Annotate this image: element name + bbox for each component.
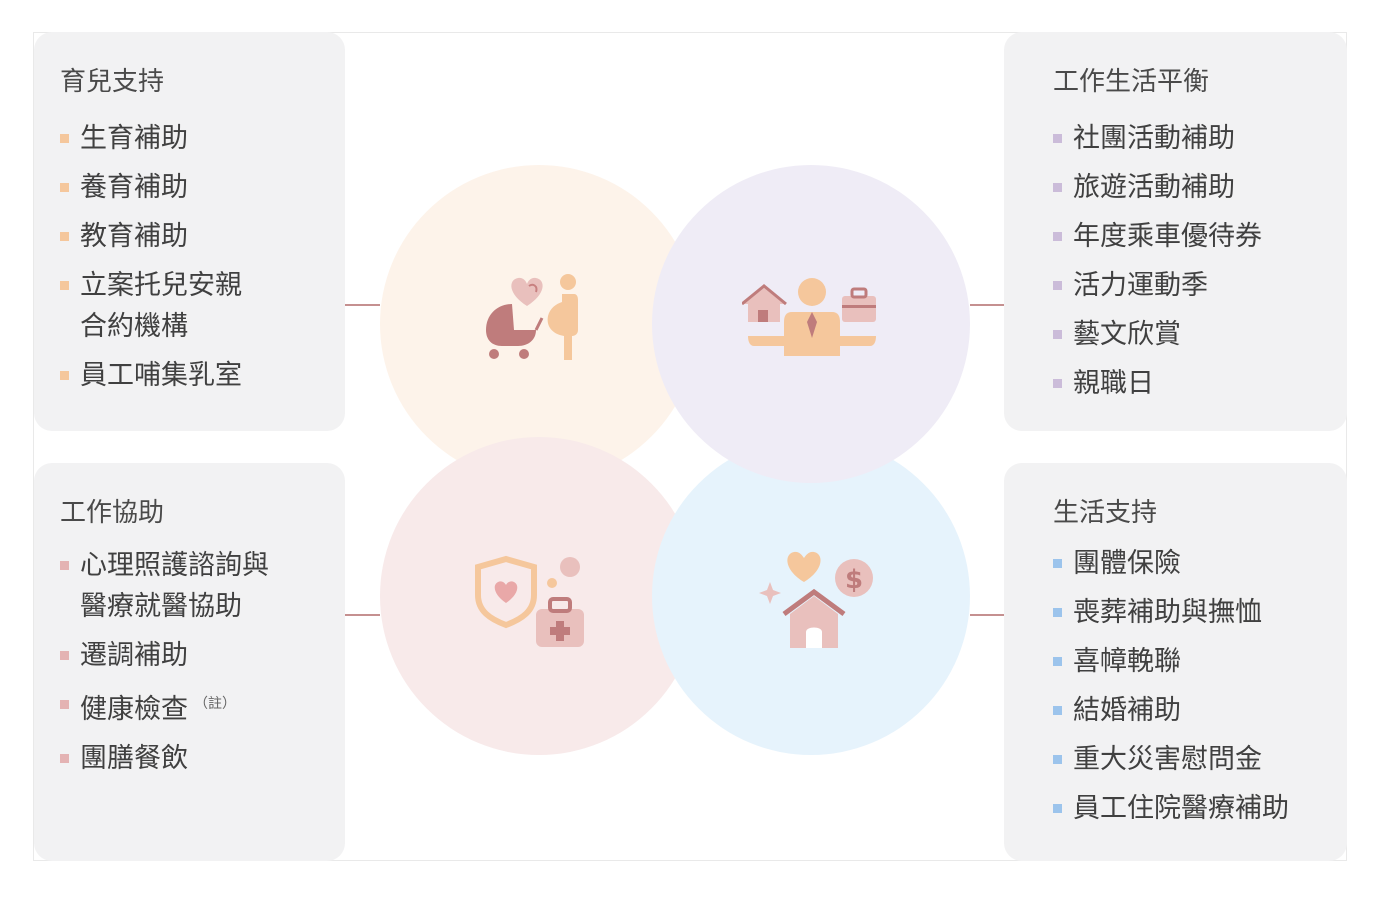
- health-shield-medkit-icon: [475, 555, 584, 647]
- bullet: [1053, 232, 1062, 241]
- bullet: [60, 754, 69, 763]
- list-item: 養育補助: [60, 167, 242, 208]
- list-item: 重大災害慰問金: [1053, 739, 1289, 780]
- bullet: [60, 183, 69, 192]
- bullet: [1053, 755, 1062, 764]
- circle-work: [380, 437, 698, 755]
- list-item: 親職日: [1053, 363, 1262, 404]
- bullet: [1053, 559, 1062, 568]
- list-item: 教育補助: [60, 216, 242, 257]
- bullet: [1053, 330, 1062, 339]
- bullet: [60, 651, 69, 660]
- list-item: 生育補助: [60, 118, 242, 159]
- bullet: [60, 134, 69, 143]
- bullet: [1053, 706, 1062, 715]
- bullet: [1053, 183, 1062, 192]
- bullet: [1053, 657, 1062, 666]
- card-title-life: 生活支持: [1053, 498, 1158, 528]
- list-item: 年度乘車優待券: [1053, 216, 1262, 257]
- parent-stroller-icon: [486, 274, 578, 360]
- card-work-life-balance: 工作生活平衡 社團活動補助 旅遊活動補助 年度乘車優待券 活力運動季 藝文欣賞 …: [1004, 32, 1347, 431]
- dollar-sign: $: [845, 565, 863, 595]
- bullet: [60, 700, 69, 709]
- bullet: [1053, 804, 1062, 813]
- list-item: 健康檢查（註）: [60, 684, 269, 730]
- list-item: 遷調補助: [60, 635, 269, 676]
- list-item: 喜幛輓聯: [1053, 641, 1289, 682]
- list-item: 旅遊活動補助: [1053, 167, 1262, 208]
- list-item: 喪葬補助與撫恤: [1053, 592, 1289, 633]
- diagram-frame: [33, 32, 1347, 861]
- bullet: [60, 232, 69, 241]
- card-work-assistance: 工作協助 心理照護諮詢與醫療就醫協助 遷調補助 健康檢查（註） 團膳餐飲: [34, 463, 345, 861]
- card-life-support: 生活支持 團體保險 喪葬補助與撫恤 喜幛輓聯 結婚補助 重大災害慰問金 員工住院…: [1004, 463, 1347, 861]
- card-childcare: 育兒支持 生育補助 養育補助 教育補助 立案托兒安親合約機構 員工哺集乳室: [34, 32, 345, 431]
- footnote-mark: （註）: [194, 696, 236, 712]
- list-item: 立案托兒安親合約機構: [60, 265, 242, 347]
- list-item: 團體保險: [1053, 543, 1289, 584]
- list-item: 藝文欣賞: [1053, 314, 1262, 355]
- bullet: [1053, 608, 1062, 617]
- list-item: 結婚補助: [1053, 690, 1289, 731]
- list-item: 活力運動季: [1053, 265, 1262, 306]
- list-item: 社團活動補助: [1053, 118, 1262, 159]
- list-item: 心理照護諮詢與醫療就醫協助: [60, 545, 269, 627]
- bullet: [1053, 379, 1062, 388]
- home-heart-money-icon: $: [759, 551, 873, 648]
- bullet: [1053, 134, 1062, 143]
- work-life-balance-icon: [742, 278, 876, 356]
- bullet: [1053, 281, 1062, 290]
- card-title-childcare: 育兒支持: [60, 67, 165, 97]
- card-title-work: 工作協助: [60, 498, 165, 528]
- list-item: 團膳餐飲: [60, 738, 269, 779]
- list-item: 員工住院醫療補助: [1053, 788, 1289, 829]
- bullet: [60, 371, 69, 380]
- bullet: [60, 561, 69, 570]
- list-item: 員工哺集乳室: [60, 355, 242, 396]
- card-title-balance: 工作生活平衡: [1053, 67, 1210, 97]
- bullet: [60, 281, 69, 290]
